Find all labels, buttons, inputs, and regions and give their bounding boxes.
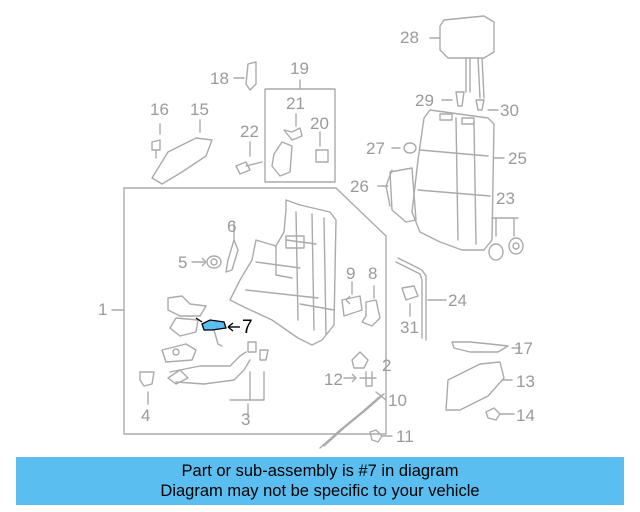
banner-line-disclaimer: Diagram may not be specific to your vehi… (160, 482, 480, 500)
callout-9: 9 (346, 264, 356, 283)
recliner-mechanism-shape (161, 295, 251, 385)
info-banner: Part or sub-assembly is #7 in diagram Di… (16, 457, 624, 505)
callout-28: 28 (400, 28, 419, 47)
part-9-shape (341, 295, 363, 317)
part-20-shape (315, 149, 329, 163)
part-24-shape (397, 257, 427, 341)
part-18-shape (245, 61, 257, 91)
part-27-shape (403, 142, 417, 154)
parts-diagram (111, 15, 524, 449)
callout-1: 1 (98, 300, 108, 319)
part-15-shape (151, 137, 213, 185)
callout-3: 3 (241, 410, 251, 429)
part-31-shape (401, 285, 419, 301)
callout-20: 20 (310, 114, 329, 133)
part-11-shape (369, 429, 393, 443)
callout-27: 27 (366, 139, 385, 158)
callout-24: 24 (448, 291, 467, 310)
callout-22: 22 (240, 122, 259, 141)
callout-17: 17 (514, 339, 533, 358)
seat-frame-box (123, 187, 387, 435)
part-23-shape (488, 243, 504, 261)
part-7-highlight[interactable] (195, 317, 240, 332)
callout-2: 2 (382, 356, 392, 375)
part-4-shape (139, 371, 155, 387)
part-21-shape (283, 127, 303, 141)
part-30-shape (475, 99, 485, 111)
callout-7[interactable]: 7 (242, 317, 253, 338)
banner-line-part: Part or sub-assembly is #7 in diagram (181, 462, 459, 480)
callout-4: 4 (141, 406, 151, 425)
callout-26: 26 (350, 177, 369, 196)
callout-14: 14 (516, 406, 535, 425)
part-8-shape (361, 299, 381, 327)
part-22-shape (235, 161, 263, 175)
part-6-shape (225, 239, 239, 273)
part-29-shape (455, 91, 465, 107)
callout-15: 15 (190, 100, 209, 119)
callout-30: 30 (500, 101, 519, 120)
callout-23: 23 (496, 189, 515, 208)
callout-6: 6 (227, 217, 237, 236)
callout-5: 5 (178, 253, 188, 272)
seatback-frame-shape (229, 199, 337, 346)
part-16-shape (151, 139, 161, 159)
headrest-shape (439, 15, 495, 59)
callout-13: 13 (516, 372, 535, 391)
seat-back-cushion-shape (385, 109, 495, 251)
callout-31: 31 (400, 318, 419, 337)
part-10-shape (319, 393, 385, 449)
callout-10: 10 (388, 391, 407, 410)
callout-8: 8 (368, 264, 378, 283)
callout-19: 19 (290, 59, 309, 78)
part-14-shape (485, 407, 515, 421)
callout-11: 11 (396, 427, 414, 446)
part-13-shape (445, 361, 505, 411)
callout-16: 16 (150, 100, 169, 119)
callout-21: 21 (286, 94, 305, 113)
callout-29: 29 (415, 91, 434, 110)
callout-12: 12 (324, 370, 343, 389)
part-3-shape (247, 341, 269, 361)
callout-25: 25 (508, 149, 527, 168)
callout-18: 18 (210, 69, 229, 88)
part-12-shape (359, 371, 377, 387)
part-2-shape (351, 351, 369, 369)
part-17-shape (451, 341, 509, 353)
